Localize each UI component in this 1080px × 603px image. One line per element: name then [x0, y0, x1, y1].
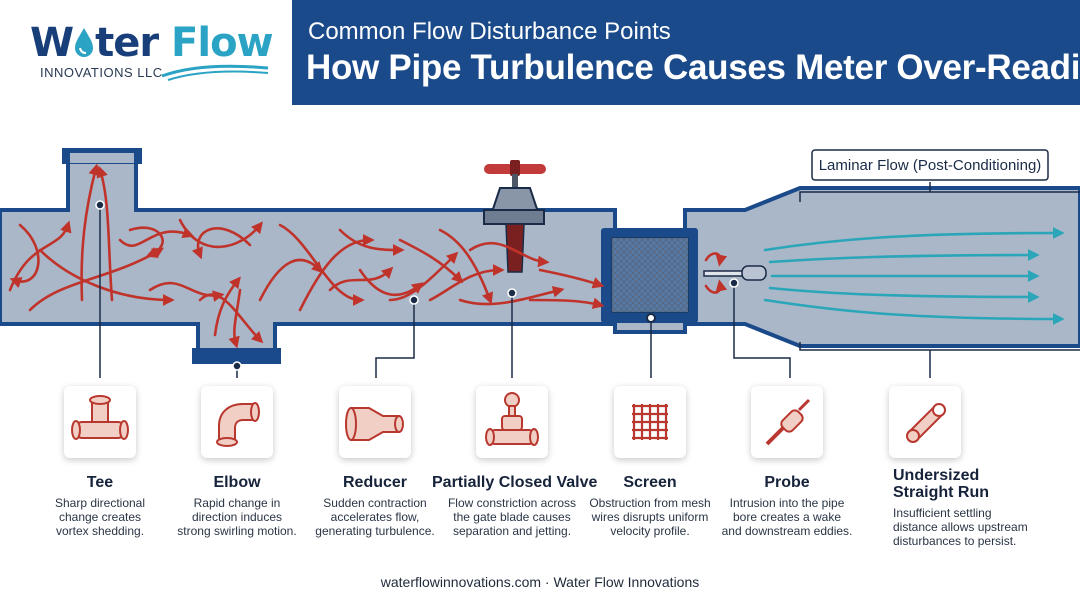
label-reducer: Reducer: [342, 474, 408, 491]
screen-mesh: [611, 237, 689, 313]
reducer-card: [339, 386, 411, 458]
leader-lines: [99, 205, 791, 378]
elbow-fitting-icon: [216, 402, 260, 447]
mesh-screen-icon: [632, 404, 668, 440]
label-probe: Probe: [764, 474, 810, 491]
turbulent-flow-arrows: [8, 163, 728, 349]
straight-run-card: [889, 386, 961, 458]
tee-card: [64, 386, 136, 458]
valve-card: [476, 386, 548, 458]
header-banner: Common Flow Disturbance Points How Pipe …: [292, 0, 1080, 105]
water-drop-icon: [75, 28, 94, 57]
label-screen: Screen: [623, 474, 677, 491]
footer-text: waterflowinnovations.com · Water Flow In…: [380, 574, 700, 590]
probe-card: [751, 386, 823, 458]
pipe-diagram: Laminar Flow (Post-Conditioning): [0, 148, 1080, 378]
wave-lines-icon: [161, 64, 269, 81]
screen-card: [614, 386, 686, 458]
laminar-label: Laminar Flow (Post-Conditioning): [819, 157, 1042, 174]
probe-element: [703, 265, 767, 281]
label-valve: Partially Closed Valve: [432, 474, 598, 491]
label-straight-run: Undersized Straight Run: [893, 467, 989, 501]
page-title: How Pipe Turbulence Causes Meter Over-Re…: [306, 48, 1080, 87]
pipe-body: [0, 150, 1080, 354]
label-tee: Tee: [86, 474, 114, 491]
laminar-flow-arrows: [763, 227, 1065, 325]
gate-valve-icon: [485, 392, 539, 446]
probe-icon: [765, 398, 811, 446]
elbow-flange: [192, 348, 281, 364]
laminar-bracket: [799, 182, 1080, 378]
valve-body: [483, 160, 546, 273]
header-subtitle: Common Flow Disturbance Points: [308, 18, 671, 45]
laminar-label-box: [811, 149, 1049, 181]
tee-fitting-icon: [71, 395, 129, 440]
logo-subtitle: INNOVATIONS LLC: [40, 65, 163, 80]
elbow-card: [201, 386, 273, 458]
reducer-fitting-icon: [345, 407, 404, 441]
leader-dots: [95, 200, 739, 371]
straight-pipe-icon: [906, 403, 946, 443]
label-elbow: Elbow: [213, 474, 261, 491]
